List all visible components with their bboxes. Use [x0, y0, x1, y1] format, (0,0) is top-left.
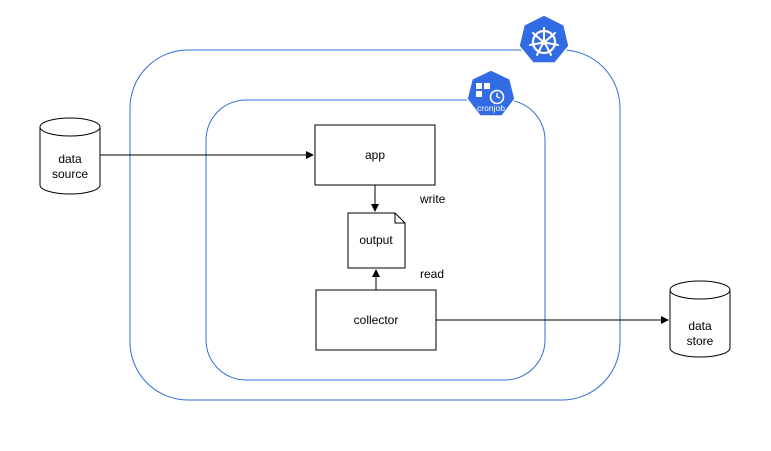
kubernetes-cluster-boundary	[129, 49, 621, 401]
write-edge-label: write	[419, 192, 446, 206]
output-node: output	[347, 212, 406, 269]
data-store-label-line1: data	[688, 319, 712, 333]
collector-node: collector	[315, 289, 437, 351]
data-store-label-line2: store	[687, 334, 714, 348]
cronjob-badge-text: cronjob	[477, 103, 505, 113]
collector-label: collector	[354, 313, 399, 327]
data-source-node: data source	[39, 117, 101, 195]
app-label: app	[365, 148, 385, 162]
read-edge-label: read	[420, 267, 444, 281]
app-node: app	[314, 124, 436, 186]
data-source-label-line2: source	[52, 167, 88, 181]
cronjob-boundary	[205, 99, 546, 381]
kubernetes-helm-wheel-icon	[518, 14, 570, 64]
data-store-node: data store	[669, 280, 731, 358]
kubernetes-cronjob-icon: cronjob	[466, 69, 516, 117]
output-label: output	[359, 233, 393, 247]
data-source-label-line1: data	[58, 152, 82, 166]
